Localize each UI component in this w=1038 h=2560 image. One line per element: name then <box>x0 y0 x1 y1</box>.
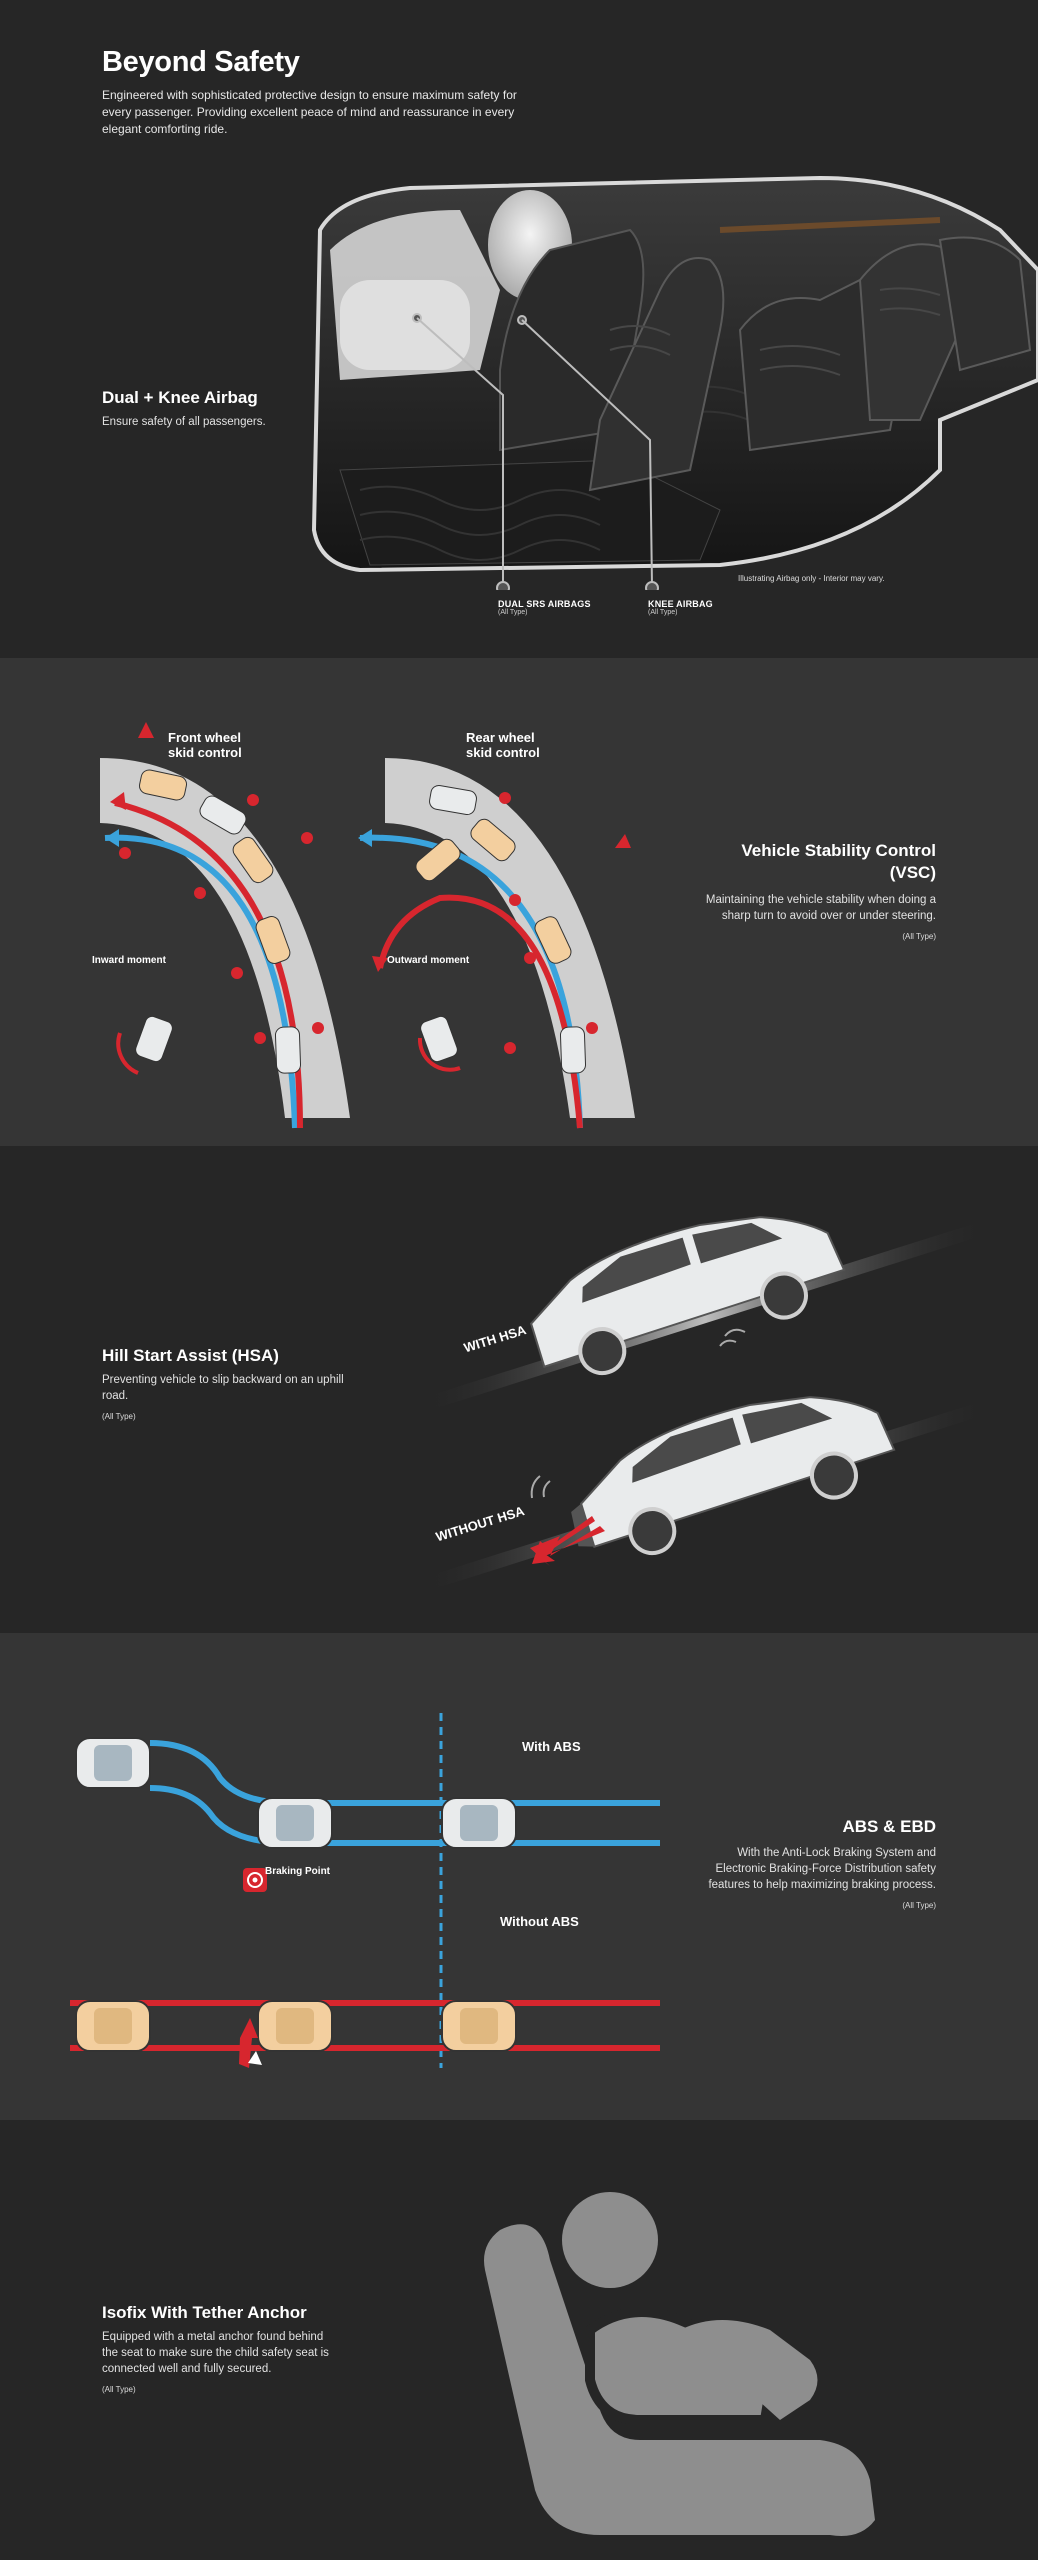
hsa-type-note: (All Type) <box>102 1412 136 1421</box>
car-interior-illustration <box>311 175 1038 590</box>
isofix-title: Isofix With Tether Anchor <box>102 2303 307 2322</box>
hsa-diagram <box>417 1216 993 1593</box>
intro-description: Engineered with sophisticated protective… <box>102 88 517 136</box>
hsa-text: Hill Start Assist (HSA) Preventing vehic… <box>102 1346 352 1421</box>
isofix-text: Isofix With Tether Anchor Equipped with … <box>102 2303 332 2394</box>
vsc-front-label: Front wheel skid control <box>168 730 242 760</box>
hsa-section: Hill Start Assist (HSA) Preventing vehic… <box>0 1146 1038 1633</box>
abs-section: With ABS Without ABS Braking Point ABS &… <box>0 1633 1038 2120</box>
callout-knee-airbag: KNEE AIRBAG (All Type) <box>648 599 713 616</box>
child-seat-icon <box>484 2192 875 2536</box>
abs-text: ABS & EBD With the Anti-Lock Braking Sys… <box>700 1817 936 1910</box>
vsc-rear-label: Rear wheel skid control <box>466 730 540 760</box>
isofix-section: Isofix With Tether Anchor Equipped with … <box>0 2120 1038 2560</box>
abs-diagram <box>70 1713 660 2068</box>
vsc-text: Vehicle Stability Control (VSC) Maintain… <box>700 840 936 941</box>
with-abs-label: With ABS <box>522 1739 581 1754</box>
vsc-diagram <box>100 722 635 1129</box>
inward-moment-label: Inward moment <box>92 955 166 966</box>
vsc-front-label-2: skid control <box>168 745 242 760</box>
airbag-title: Dual + Knee Airbag <box>102 388 258 407</box>
vsc-section: Front wheel skid control Rear wheel skid… <box>0 658 1038 1146</box>
knee-airbag-callout-dot <box>645 581 659 590</box>
outward-moment-label: Outward moment <box>387 955 470 966</box>
isofix-type-note: (All Type) <box>102 2385 136 2394</box>
vsc-description: Maintaining the vehicle stability when d… <box>705 894 936 922</box>
callout-dual-srs: DUAL SRS AIRBAGS (All Type) <box>498 599 591 616</box>
callout-label: KNEE AIRBAG <box>648 599 713 609</box>
vsc-title: Vehicle Stability Control (VSC) <box>741 841 936 882</box>
vsc-rear-label-1: Rear wheel <box>466 730 535 745</box>
callout-sub: (All Type) <box>648 609 678 616</box>
airbag-callout-dot <box>496 581 510 590</box>
vsc-type-note: (All Type) <box>902 932 936 941</box>
abs-title: ABS & EBD <box>842 1817 936 1836</box>
airbag-section: Beyond Safety Engineered with sophistica… <box>0 0 1038 658</box>
vsc-front-label-1: Front wheel <box>168 730 241 745</box>
hsa-description: Preventing vehicle to slip backward on a… <box>102 1374 344 1402</box>
airbag-disclaimer: Illustrating Airbag only - Interior may … <box>738 574 885 583</box>
vsc-rear-label-2: skid control <box>466 745 540 760</box>
abs-description: With the Anti-Lock Braking System and El… <box>708 1847 936 1891</box>
callout-sub: (All Type) <box>498 609 528 616</box>
page-title: Beyond Safety <box>102 46 300 78</box>
isofix-description: Equipped with a metal anchor found behin… <box>102 2331 329 2375</box>
airbag-description: Ensure safety of all passengers. <box>102 416 266 428</box>
abs-type-note: (All Type) <box>902 1901 936 1910</box>
without-abs-label: Without ABS <box>500 1914 579 1929</box>
hsa-title: Hill Start Assist (HSA) <box>102 1346 279 1365</box>
braking-point-label: Braking Point <box>265 1866 331 1877</box>
callout-label: DUAL SRS AIRBAGS <box>498 599 591 609</box>
